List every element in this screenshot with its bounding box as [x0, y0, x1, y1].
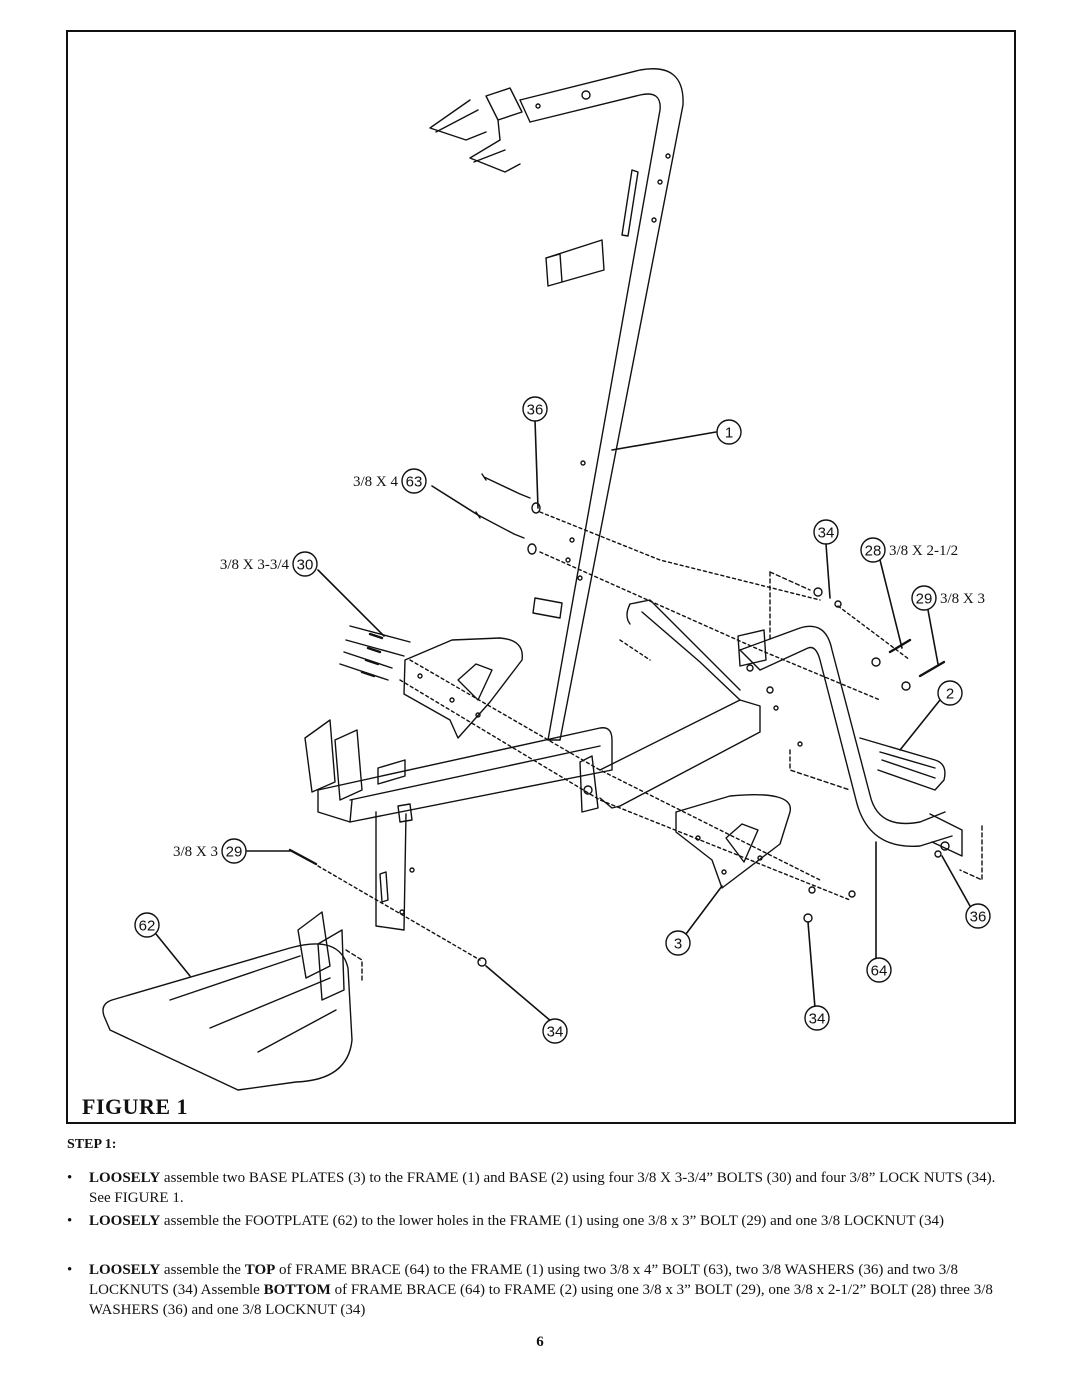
- callout-63: 63: [406, 474, 423, 491]
- bullet-mark: •: [67, 1170, 73, 1186]
- callout-circle: [804, 1005, 830, 1031]
- instruction-body: of FRAME BRACE (64) to the FRAME (1) usi…: [89, 1262, 958, 1298]
- leader-lines: [155, 419, 971, 1023]
- callout-circle: [542, 1018, 568, 1044]
- frame-part: [429, 68, 684, 741]
- callout-2: 2: [946, 686, 954, 703]
- callout-circle: [965, 903, 991, 929]
- callout-circle: [860, 537, 886, 563]
- instruction-text: LOOSELY assemble the TOP of FRAME BRACE …: [89, 1260, 1017, 1320]
- instruction-item: • LOOSELY assemble the TOP of FRAME BRAC…: [67, 1260, 1017, 1320]
- dim-label-63: 3/8 X 4: [353, 474, 399, 490]
- emphasis-top: TOP: [244, 1262, 276, 1278]
- callout-circle: [221, 838, 247, 864]
- dim-label-29-left: 3/8 X 3: [173, 844, 218, 860]
- callout-36-top: 36: [527, 402, 544, 419]
- figure-title: FIGURE 1: [82, 1094, 189, 1119]
- callout-circle: [401, 468, 427, 494]
- callout-62: 62: [139, 918, 156, 935]
- callout-circle: [522, 396, 548, 422]
- callout-28: 28: [865, 543, 882, 560]
- footplate-part: [102, 803, 415, 1091]
- base-part: [304, 571, 983, 881]
- callout-29-left: 29: [226, 844, 243, 861]
- step-heading: STEP 1:: [67, 1137, 117, 1152]
- instruction-item: • LOOSELY assemble two BASE PLATES (3) t…: [67, 1168, 1017, 1208]
- emphasis-loosely: LOOSELY: [89, 1213, 161, 1229]
- callout-circle: [813, 519, 839, 545]
- callout-circle: [292, 551, 318, 577]
- callout-1: 1: [725, 425, 733, 442]
- callout-circle: [866, 957, 892, 983]
- hardware-group: [288, 473, 946, 967]
- callout-34-bottom: 34: [809, 1011, 826, 1028]
- dim-label-29-right: 3/8 X 3: [940, 591, 985, 607]
- bullet-mark: •: [67, 1262, 73, 1278]
- callout-circle: [665, 930, 691, 956]
- callout-circle: [911, 585, 937, 611]
- emphasis-loosely: LOOSELY: [89, 1262, 161, 1278]
- callout-64: 64: [871, 963, 888, 980]
- instruction-body: assemble two BASE PLATES (3) to the FRAM…: [89, 1170, 996, 1206]
- callout-34-top: 34: [818, 525, 835, 542]
- instruction-body: assemble the FOOTPLATE (62) to the lower…: [160, 1213, 944, 1229]
- base-plate-part: [403, 637, 791, 889]
- instruction-text: LOOSELY assemble two BASE PLATES (3) to …: [89, 1168, 1017, 1208]
- assembly-diagram: 36 1 63 30 34 28 29 2 29 62 36 3 64 34 3…: [102, 68, 991, 1091]
- dim-label-28: 3/8 X 2-1/2: [889, 543, 958, 559]
- figure-frame: [66, 30, 1016, 1124]
- callout-3: 3: [674, 936, 682, 953]
- bullet-mark: •: [67, 1213, 73, 1229]
- callout-29-right: 29: [916, 591, 933, 608]
- instruction-body: of FRAME BRACE (64) to FRAME (2) using o…: [89, 1282, 993, 1318]
- instruction-item: • LOOSELY assemble the FOOTPLATE (62) to…: [67, 1211, 1017, 1231]
- callout-36-bottom: 36: [970, 909, 987, 926]
- instruction-text: LOOSELY assemble the FOOTPLATE (62) to t…: [89, 1211, 1017, 1231]
- instruction-body: assemble the: [160, 1262, 245, 1278]
- dim-label-30: 3/8 X 3-3/4: [220, 557, 290, 573]
- emphasis-loosely: LOOSELY: [89, 1170, 161, 1186]
- callout-circle: [716, 419, 742, 445]
- callout-circle: [937, 680, 963, 706]
- callout-circle: [134, 912, 160, 938]
- emphasis-bottom: BOTTOM: [263, 1282, 331, 1298]
- callout-34-mid: 34: [547, 1024, 564, 1041]
- page-number: 6: [536, 1334, 544, 1350]
- callout-30: 30: [297, 557, 314, 574]
